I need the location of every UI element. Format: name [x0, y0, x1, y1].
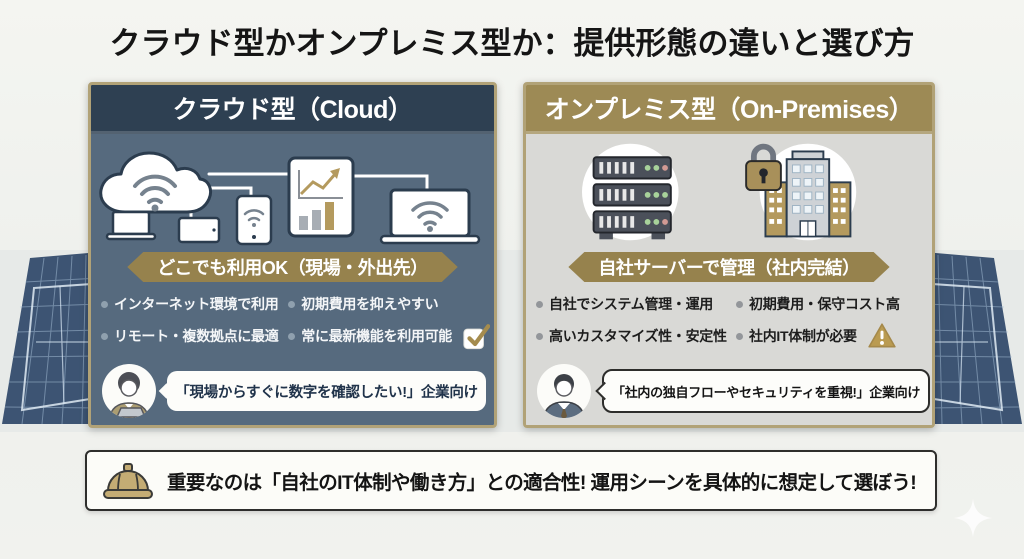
wifi-icon [133, 174, 177, 204]
bullet-dot-icon [101, 332, 108, 340]
cloud-speech-text: 「現場からすぐに数字を確認したい!」企業向け [175, 384, 478, 401]
onprem-panel-header: オンプレミス型（On-Premises） [526, 85, 932, 134]
laptop-icon [105, 210, 157, 241]
onprem-speech-bubble: 「社内の独自フローやセキュリティを重視!」企業向け [602, 369, 931, 413]
footer-callout: 重要なのは「自社のIT体制や働き方」との適合性! 運用シーンを具体的に想定して選… [85, 450, 937, 511]
bullet-dot-icon [536, 300, 543, 308]
bullet-label: 自社でシステム管理・運用 [549, 296, 713, 312]
blueprint-right-decoration [924, 252, 1022, 425]
bullet-dot-icon [736, 300, 743, 308]
onprem-panel-body: 自社サーバーで管理（社内完結） 自社でシステム管理・運用 高いカスタマイズ性・安… [526, 134, 932, 425]
woman-laptop-avatar [102, 364, 156, 418]
cloud-speech-row: 「現場からすぐに数字を確認したい!」企業向け [101, 362, 486, 420]
bullet-item: 初期費用を抑えやすい [288, 290, 490, 318]
bullet-item: 初期費用・保守コスト高 [736, 290, 928, 318]
server-building-illustration [582, 143, 857, 241]
bullet-item: 常に最新機能を利用可能 [288, 322, 490, 350]
onprem-speech-text: 「社内の独自フローやセキュリティを重視!」企業向け [612, 384, 921, 400]
onprem-panel: オンプレミス型（On-Premises） [523, 82, 935, 428]
onprem-speech-row: 「社内の独自フローやセキュリティを重視!」企業向け [536, 362, 931, 420]
bullet-item: 社内IT体制が必要 [736, 322, 928, 350]
cloud-devices-illustration [99, 151, 481, 246]
sparkle-icon [954, 499, 992, 537]
bullet-dot-icon [101, 300, 108, 308]
bullet-item: 自社でシステム管理・運用 [536, 290, 728, 318]
cloud-bullet-list: インターネット環境で利用 リモート・複数拠点に最適 初期費用を抑えやすい 常に最… [101, 290, 490, 350]
cloud-icon [99, 151, 213, 214]
bullet-item: 高いカスタマイズ性・安定性 [536, 322, 728, 350]
tablet-icon [177, 216, 221, 244]
footer-message: 重要なのは「自社のIT体制や働き方」との適合性! 運用シーンを具体的に想定して選… [167, 472, 917, 494]
cloud-ribbon-label: どこでも利用OK（現場・外出先） [157, 258, 428, 278]
hardhat-icon [103, 462, 153, 499]
cloud-panel: クラウド型（Cloud） [88, 82, 497, 428]
bullet-label: 初期費用・保守コスト高 [749, 296, 900, 312]
cloud-panel-header: クラウド型（Cloud） [91, 85, 494, 134]
onprem-bullet-list: 自社でシステム管理・運用 高いカスタマイズ性・安定性 初期費用・保守コスト高 社… [536, 290, 928, 350]
bullet-item: リモート・複数拠点に最適 [101, 322, 280, 350]
bullet-item: インターネット環境で利用 [101, 290, 280, 318]
smartphone-wifi-icon [235, 194, 273, 246]
bullet-label: インターネット環境で利用 [114, 296, 279, 312]
bullet-label: 初期費用を抑えやすい [301, 296, 439, 312]
cloud-ribbon: どこでも利用OK（現場・外出先） [127, 252, 457, 282]
page-title: クラウド型かオンプレミス型か：提供形態の違いと選び方 [109, 26, 915, 61]
bullet-label: 常に最新機能を利用可能 [301, 328, 452, 344]
bullet-dot-icon [736, 332, 743, 340]
bullet-dot-icon [288, 300, 296, 308]
tablet-chart-icon [287, 156, 355, 238]
server-rack-icon [592, 156, 672, 240]
onprem-ribbon: 自社サーバーで管理（社内完結） [568, 252, 889, 282]
businessman-avatar [537, 364, 591, 418]
blueprint-left-decoration [2, 252, 100, 425]
cloud-speech-bubble: 「現場からすぐに数字を確認したい!」企業向け [167, 371, 486, 411]
checkmark-icon [462, 323, 490, 350]
laptop-wifi-icon [379, 188, 481, 245]
bullet-label: リモート・複数拠点に最適 [114, 328, 279, 344]
onprem-ribbon-label: 自社サーバーで管理（社内完結） [598, 258, 860, 278]
cloud-panel-body: どこでも利用OK（現場・外出先） インターネット環境で利用 リモート・複数拠点に… [91, 134, 494, 425]
warning-icon [867, 322, 897, 350]
bullet-dot-icon [288, 332, 296, 340]
bullet-dot-icon [536, 332, 543, 340]
bullet-label: 社内IT体制が必要 [749, 328, 857, 344]
lock-icon [745, 143, 782, 192]
bullet-label: 高いカスタマイズ性・安定性 [549, 328, 727, 344]
